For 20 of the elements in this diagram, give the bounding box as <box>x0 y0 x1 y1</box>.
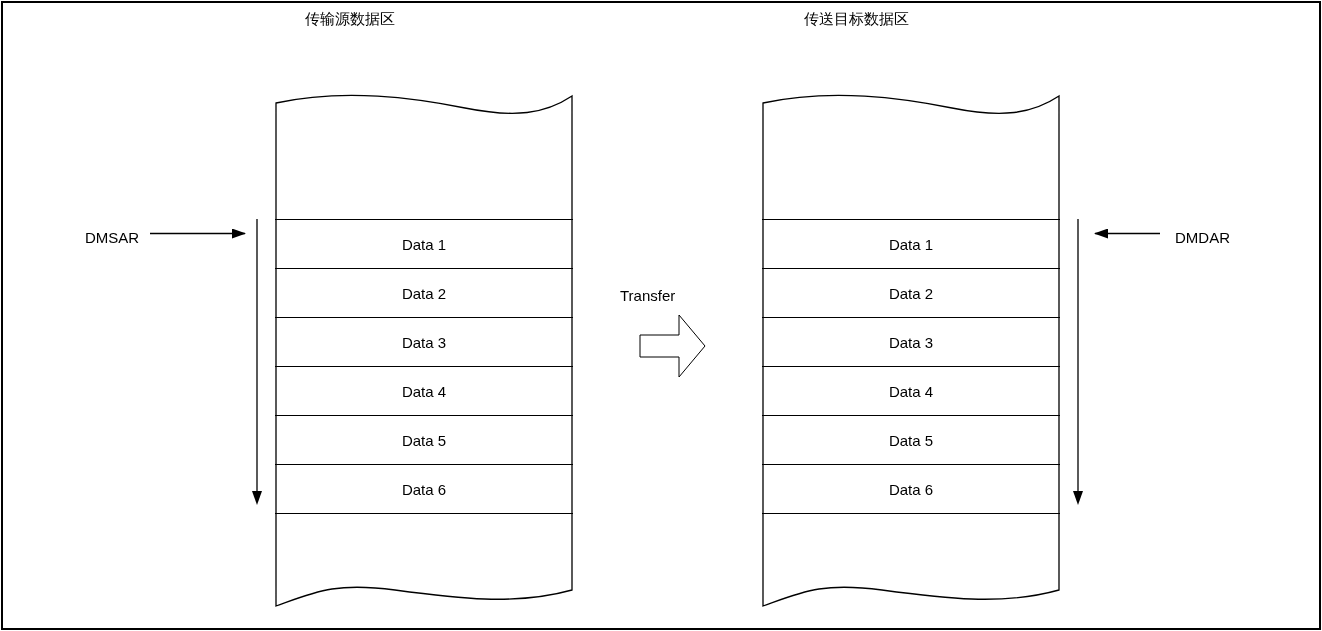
register-label: DMSAR <box>85 229 140 246</box>
data-row: Data 5 <box>275 415 573 464</box>
data-row: Data 5 <box>762 415 1060 464</box>
data-row: Data 2 <box>762 268 1060 317</box>
block-heading: 传输源数据区 <box>305 10 395 29</box>
data-row: Data 6 <box>275 464 573 514</box>
data-row: Data 4 <box>275 366 573 415</box>
data-row: Data 1 <box>762 219 1060 268</box>
data-row: Data 6 <box>762 464 1060 514</box>
data-row: Data 4 <box>762 366 1060 415</box>
data-row: Data 1 <box>275 219 573 268</box>
arrow <box>149 228 246 239</box>
data-row: Data 3 <box>762 317 1060 366</box>
edge-label: Transfer <box>620 287 676 304</box>
transfer-arrow <box>639 314 706 378</box>
data-row: Data 2 <box>275 268 573 317</box>
arrow <box>1094 228 1161 239</box>
data-row: Data 3 <box>275 317 573 366</box>
register-label: DMDAR <box>1175 229 1230 246</box>
block-heading: 传送目标数据区 <box>804 10 909 29</box>
